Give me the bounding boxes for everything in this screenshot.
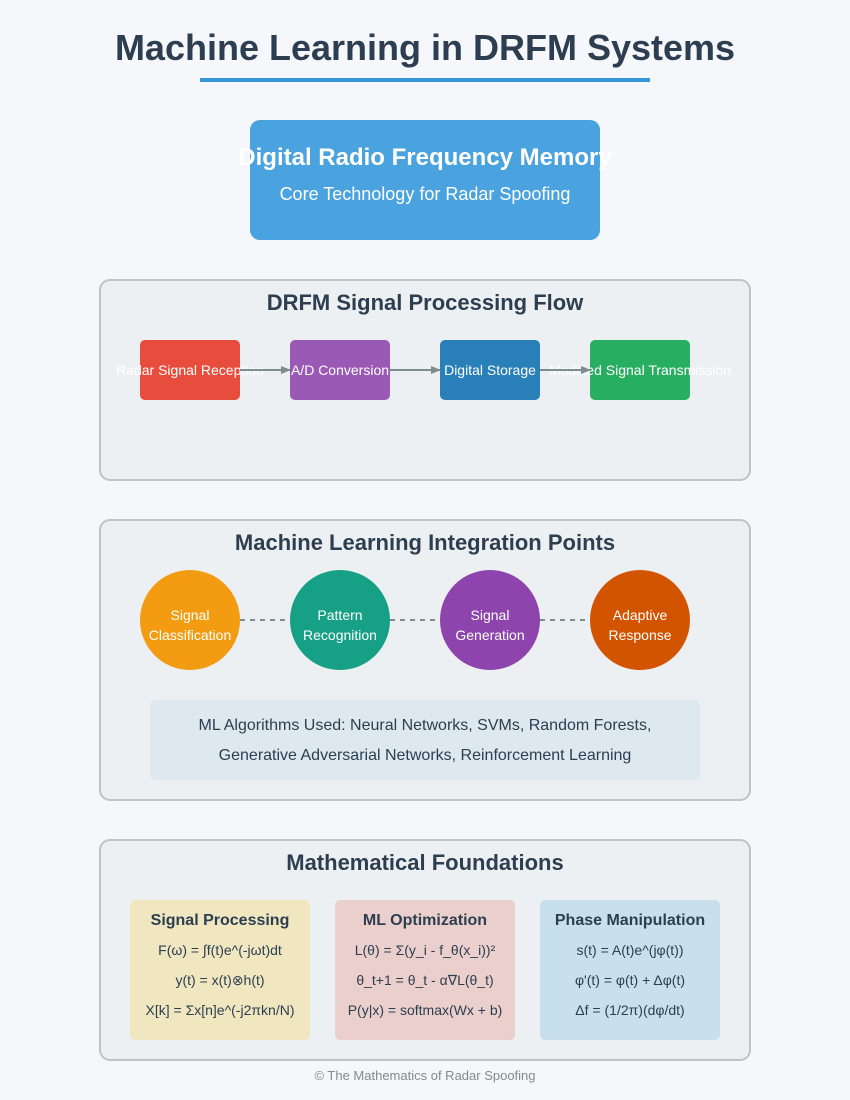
math-card-box [335, 900, 515, 1040]
algorithms-box [150, 700, 700, 780]
math-heading: Mathematical Foundations [286, 850, 563, 875]
flow-panel: DRFM Signal Processing Flow Radar Signal… [99, 279, 751, 481]
ml-heading: Machine Learning Integration Points [235, 530, 615, 555]
algorithms-line-2: Generative Adversarial Networks, Reinfor… [219, 747, 632, 764]
math-formula: F(ω) = ∫f(t)e^(-jωt)dt [158, 942, 282, 958]
math-formula: φ'(t) = φ(t) + Δφ(t) [575, 972, 685, 988]
math-card-title: Phase Manipulation [555, 912, 705, 929]
hero-subtitle: Core Technology for Radar Spoofing [280, 184, 571, 204]
flow-step-label: A/D Conversion [291, 362, 389, 378]
flow-step: Digital Storage [440, 340, 540, 400]
math-card-title: ML Optimization [363, 912, 487, 929]
math-formula: θ_t+1 = θ_t - α∇L(θ_t) [356, 972, 493, 988]
ml-panel: Machine Learning Integration Points Sign… [99, 519, 751, 801]
flow-step-label: Modified Signal Transmission [549, 362, 731, 378]
ml-point-label-line1: Signal [471, 607, 510, 623]
ml-point-circle [140, 570, 240, 670]
math-formula: Δf = (1/2π)(dφ/dt) [575, 1002, 684, 1018]
ml-point-circle [290, 570, 390, 670]
ml-point-label-line2: Generation [455, 627, 524, 643]
ml-point-label-line2: Classification [149, 627, 231, 643]
ml-point-label-line1: Adaptive [613, 607, 668, 623]
math-formula: s(t) = A(t)e^(jφ(t)) [576, 942, 683, 958]
flow-step-box [440, 340, 540, 400]
page-title: Machine Learning in DRFM Systems [115, 27, 735, 68]
ml-point-label-line2: Recognition [303, 627, 377, 643]
flow-step-box [590, 340, 690, 400]
title-underline [200, 78, 650, 82]
footer-credit: © The Mathematics of Radar Spoofing [314, 1068, 535, 1083]
flow-heading: DRFM Signal Processing Flow [267, 290, 584, 315]
drfm-hero-box: Digital Radio Frequency Memory Core Tech… [238, 120, 612, 240]
ml-point-label-line1: Signal [171, 607, 210, 623]
math-card: Phase Manipulation s(t) = A(t)e^(jφ(t)) φ'… [540, 900, 720, 1040]
ml-point-label-line2: Response [608, 627, 671, 643]
ml-point-label-line1: Pattern [317, 607, 362, 623]
math-formula: y(t) = x(t)⊗h(t) [175, 972, 264, 988]
flow-step-label: Radar Signal Reception [116, 362, 264, 378]
algorithms-line-1: ML Algorithms Used: Neural Networks, SVM… [199, 717, 652, 734]
math-card-box [540, 900, 720, 1040]
math-formula: P(y|x) = softmax(Wx + b) [348, 1002, 503, 1018]
math-card-box [130, 900, 310, 1040]
flow-step-label: Digital Storage [444, 362, 536, 378]
flow-step: A/D Conversion [290, 340, 390, 400]
math-formula: L(θ) = Σ(y_i - f_θ(x_i))² [355, 942, 496, 958]
flow-step-box [290, 340, 390, 400]
math-formula: X[k] = Σx[n]e^(-j2πkn/N) [146, 1002, 295, 1018]
flow-step-box [140, 340, 240, 400]
math-panel: Mathematical Foundations Signal Processi… [99, 839, 751, 1061]
flow-step: Modified Signal Transmission [549, 340, 731, 400]
flow-step: Radar Signal Reception [116, 340, 264, 400]
ml-point-circle [590, 570, 690, 670]
ml-point-circle [440, 570, 540, 670]
math-card-title: Signal Processing [151, 912, 290, 929]
hero-title: Digital Radio Frequency Memory [238, 144, 612, 171]
